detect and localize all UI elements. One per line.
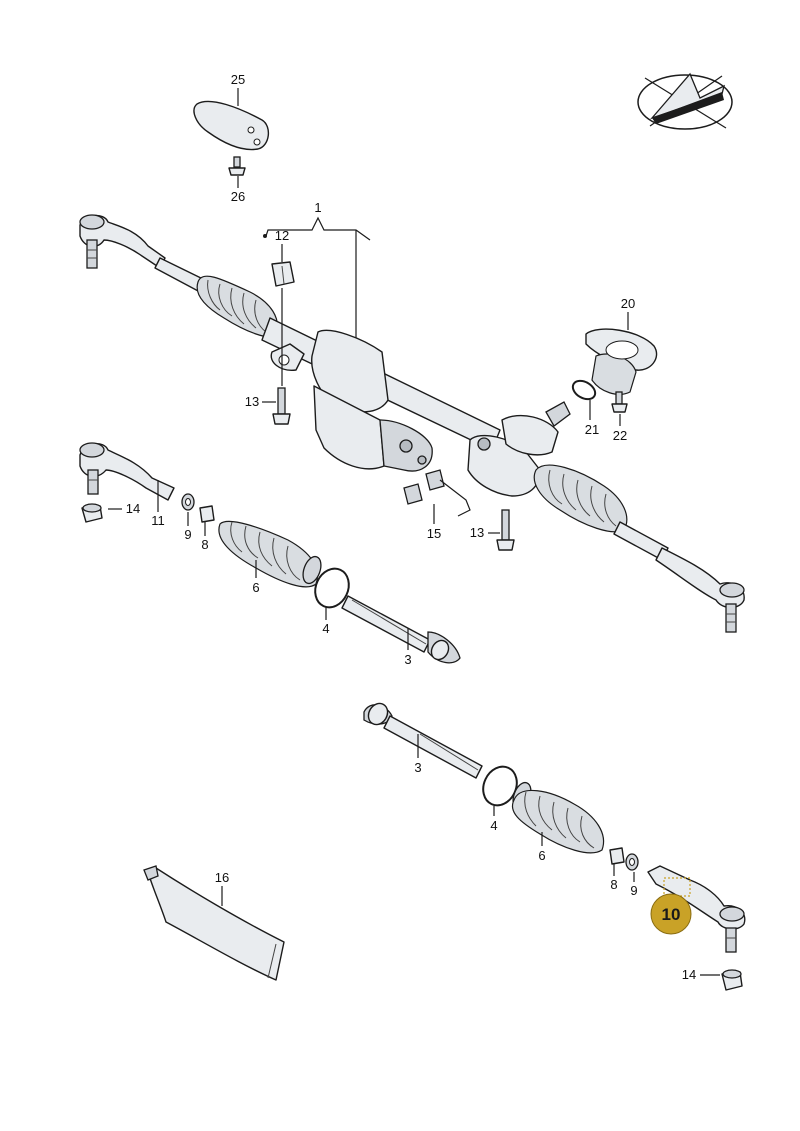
callout-6-left: 6 — [252, 580, 259, 595]
tie-rod-nut-right — [721, 969, 743, 991]
cover-plate — [193, 100, 269, 151]
boot-left — [218, 520, 322, 588]
highlight-badge-label: 10 — [662, 905, 681, 924]
callout-8-left: 8 — [201, 537, 208, 552]
callout-20: 20 — [621, 296, 635, 311]
mount-bolt-lower — [496, 509, 515, 551]
callout-22: 22 — [613, 428, 627, 443]
callout-15: 15 — [427, 526, 441, 541]
callout-6-right: 6 — [538, 848, 545, 863]
callout-14-left: 14 — [126, 501, 140, 516]
o-ring — [571, 379, 597, 401]
mount-bolt-upper — [272, 387, 291, 425]
inner-tie-rod-right — [363, 702, 483, 779]
callout-25: 25 — [231, 72, 245, 87]
orientation-symbol-icon — [637, 72, 733, 130]
callout-labels: 25 26 1 12 13 20 21 22 14 11 9 8 6 15 13… — [126, 72, 696, 982]
callout-21: 21 — [585, 422, 599, 437]
callout-11: 11 — [151, 513, 165, 528]
callout-12: 12 — [275, 228, 289, 243]
callout-9-left: 9 — [184, 527, 191, 542]
callout-4-left: 4 — [322, 621, 329, 636]
lock-washer-left — [181, 493, 195, 511]
callout-4-right: 4 — [490, 818, 497, 833]
pinion-dust-seal — [585, 328, 658, 395]
callout-26: 26 — [231, 189, 245, 204]
cover-bolt — [228, 156, 246, 176]
tie-rod-nut-left — [81, 503, 103, 523]
inner-tie-rod-left — [341, 595, 461, 664]
callout-8-right: 8 — [610, 877, 617, 892]
callout-13-lower: 13 — [470, 525, 484, 540]
callout-9-right: 9 — [630, 883, 637, 898]
callout-3-right: 3 — [414, 760, 421, 775]
connector-harness — [403, 469, 471, 517]
lock-nut-right — [609, 847, 625, 865]
highlight-badge[interactable]: 10 — [650, 893, 692, 935]
seal-screw — [611, 391, 628, 413]
lock-washer-right — [625, 853, 639, 871]
grease-tube — [143, 865, 285, 981]
lock-nut-left — [199, 505, 215, 523]
steering-rack-assembly — [79, 214, 745, 633]
callout-13-upper: 13 — [245, 394, 259, 409]
callout-3-left: 3 — [404, 652, 411, 667]
boot-right — [511, 781, 605, 854]
leader-lines — [108, 88, 720, 976]
callout-16: 16 — [215, 870, 229, 885]
boot-clamp-left — [314, 567, 350, 609]
mount-nut — [271, 261, 295, 287]
tie-rod-end-right — [647, 865, 746, 953]
tie-rod-end-left — [79, 442, 175, 501]
callout-1: 1 — [314, 200, 321, 215]
callout-14-right: 14 — [682, 967, 696, 982]
